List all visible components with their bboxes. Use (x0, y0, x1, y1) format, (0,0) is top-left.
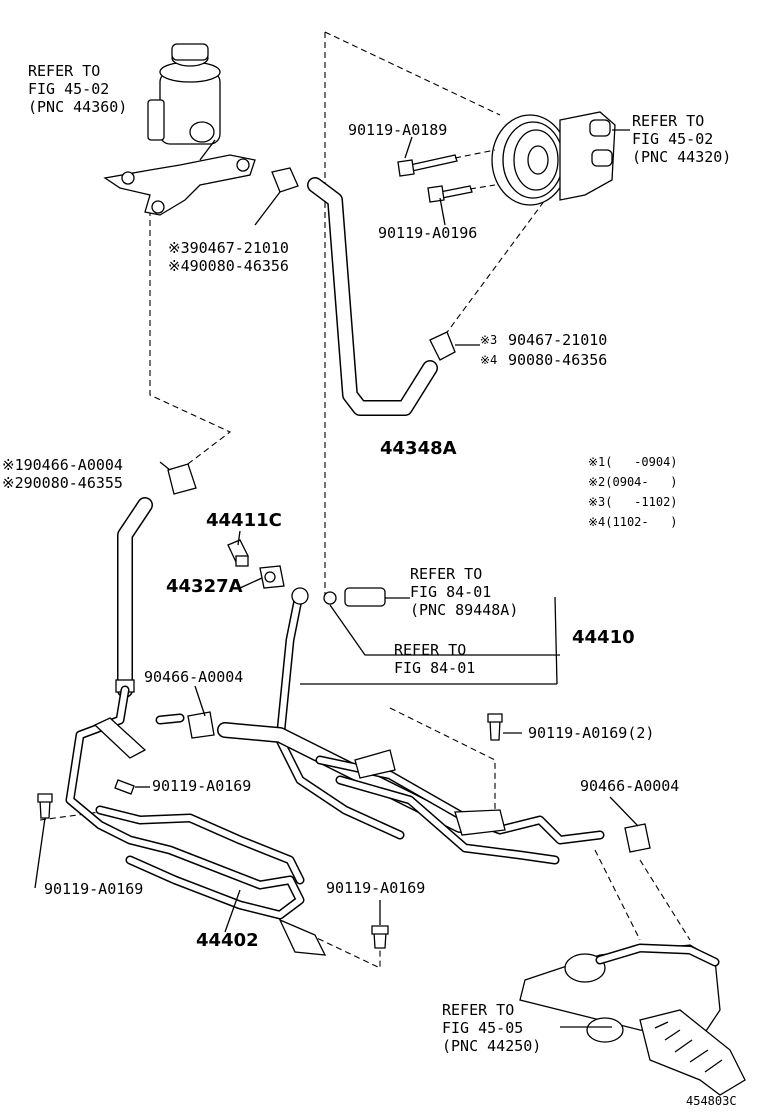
label-bolt-a0196: 90119-A0196 (378, 224, 478, 242)
return-tube-44402 (65, 685, 305, 920)
return-hose (115, 463, 197, 698)
reservoir-bracket (103, 139, 256, 216)
gasket-44327a (259, 565, 285, 589)
label-bolt-left: 90119-A0169 (44, 880, 144, 898)
pump-bolts (397, 149, 496, 203)
reservoir-tank (147, 43, 221, 145)
label-bolt-mid: 90119-A0169 (152, 777, 252, 795)
pressure-sensor (323, 587, 386, 607)
bolts (37, 713, 503, 949)
tube-brackets (93, 717, 506, 956)
diagram-id: 454803C (686, 1094, 737, 1108)
label-44327a: 44327A (166, 576, 243, 597)
label-ref-fig84: REFER TO FIG 84-01 (394, 641, 476, 677)
legend-date-ranges: ※1( -0904) ※2(0904- ) ※3( -1102) ※4(1102… (588, 455, 678, 529)
reservoir-clip (254, 167, 299, 226)
label-clip-left: ※390467-21010 ※490080-46356 (168, 239, 289, 275)
label-bolt-a0189: 90119-A0189 (348, 121, 448, 139)
label-44348a: 44348A (380, 438, 457, 459)
label-ref-pump: REFER TO FIG 45-02 (PNC 44320) (632, 112, 732, 166)
label-bolt-bottom: 90119-A0169 (326, 879, 426, 897)
label-clip-right-marks: ※3 ※4 (480, 333, 498, 367)
label-clip-return: ※190466-A0004 ※290080-46355 (2, 456, 123, 492)
power-steering-pump (491, 111, 630, 206)
label-ref-gear: REFER TO FIG 45-05 (PNC 44250) (442, 1001, 542, 1055)
pressure-tube-44410 (275, 587, 405, 840)
label-clip-right: 90466-A0004 (580, 777, 680, 795)
label-clip-mid: 90466-A0004 (144, 668, 244, 686)
steering-gear-assembly (519, 943, 746, 1096)
label-ref-sensor: REFER TO FIG 84-01 (PNC 89448A) (410, 565, 519, 619)
label-44402: 44402 (196, 930, 259, 951)
label-clip-right-parts: 90467-21010 90080-46356 (508, 331, 608, 369)
label-ref-reservoir: REFER TO FIG 45-02 (PNC 44360) (28, 62, 128, 116)
callout-lines (34, 136, 639, 1028)
label-44411c: 44411C (206, 510, 282, 531)
label-bolt-2: 90119-A0169(2) (528, 724, 655, 742)
hose-44348a (307, 177, 456, 416)
label-44410: 44410 (572, 627, 635, 648)
union-bolt-44411c (227, 539, 249, 567)
